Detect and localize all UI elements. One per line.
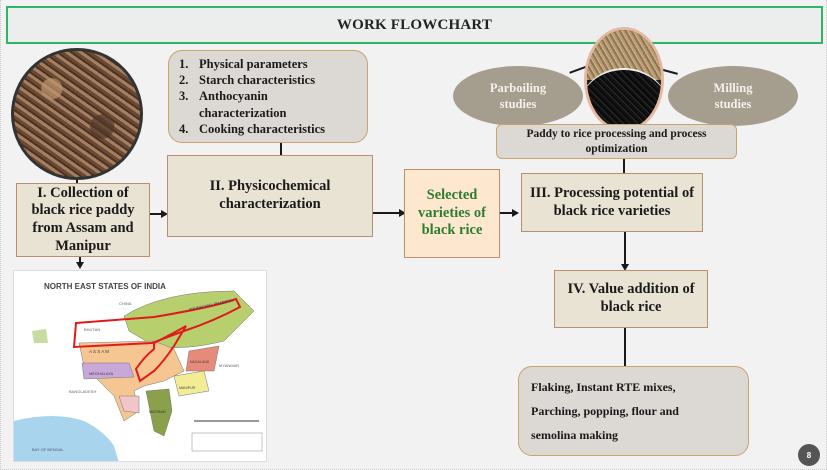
- arrow-head: [76, 262, 84, 269]
- list-number: 4.: [179, 121, 189, 136]
- arrow-physicochemical-to-selected-line: [373, 212, 401, 214]
- northeast-india-map: NORTH EAST STATES OF INDIA ARUNACHAL PRA…: [13, 270, 267, 462]
- page-number-badge: 8: [798, 444, 820, 466]
- highlight-outline-lower: [134, 325, 187, 383]
- connector-list-to-physicochemical: [280, 143, 282, 156]
- map-label-mizoram: MIZORAM: [149, 410, 166, 414]
- arrow-collection-to-map-line: [79, 257, 81, 263]
- meghalaya-region: [81, 362, 135, 380]
- list-item: 2. Starch characteristics: [179, 72, 357, 88]
- manipur-region: [173, 370, 210, 397]
- map-label-bay: BAY OF BENGAL: [32, 447, 64, 452]
- connector-photo-to-collection: [76, 180, 78, 184]
- step-collection-label: I. Collection of black rice paddy from A…: [31, 184, 135, 254]
- arrow-head: [161, 210, 168, 218]
- list-item: 3. Anthocyanin characterization: [179, 88, 357, 121]
- map-label-bangladesh: BANGLADESH: [69, 389, 96, 394]
- rice-grains-photo: [584, 27, 664, 132]
- step-value-addition-label: IV. Value addition of black rice: [567, 281, 695, 315]
- parameters-list-box: 1. Physical parameters 2. Starch character…: [168, 50, 368, 143]
- process-optimization-box: Paddy to rice processing and process opt…: [496, 124, 737, 159]
- title-bar: WORK FLOWCHART: [6, 6, 823, 44]
- arrow-head: [399, 209, 406, 217]
- page-number: 8: [806, 450, 812, 460]
- step-physicochemical: II. Physicochemical characterization: [167, 155, 373, 237]
- map-legend: [191, 432, 263, 452]
- milling-studies: Milling studies: [668, 66, 798, 126]
- connector-value-to-products: [624, 328, 626, 366]
- map-label-nagaland: NAGALAND: [190, 360, 210, 364]
- products-line: semolina making: [531, 428, 619, 442]
- arrow-head: [621, 264, 629, 271]
- step-physicochemical-label: II. Physicochemical characterization: [209, 178, 331, 212]
- arrow-processing-to-value-line: [624, 232, 626, 266]
- arrow-head: [512, 209, 519, 217]
- bay-of-bengal-area: [14, 416, 119, 461]
- step-processing-label: III. Processing potential of black rice …: [529, 184, 695, 219]
- map-label-china: CHINA: [119, 301, 132, 306]
- list-text: Cooking characteristics: [199, 121, 326, 136]
- selected-varieties-label: Selected varieties of black rice: [417, 186, 487, 239]
- map-label-bhutan: BHUTAN: [84, 327, 100, 332]
- map-graphic: NORTH EAST STATES OF INDIA ARUNACHAL PRA…: [14, 282, 263, 461]
- products-line: Parching, popping, flour and: [531, 404, 679, 418]
- nagaland-region: [185, 345, 220, 372]
- list-number: 3.: [179, 89, 189, 104]
- step-collection: I. Collection of black rice paddy from A…: [16, 183, 150, 257]
- page-title: WORK FLOWCHART: [336, 16, 493, 33]
- products-text: Flaking, Instant RTE mixes, Parching, po…: [531, 375, 679, 447]
- list-text: Starch characteristics: [199, 73, 316, 88]
- parboiling-studies-label: Parboiling studies: [489, 80, 547, 111]
- arrow-selected-to-processing-line: [500, 212, 514, 214]
- products-line: Flaking, Instant RTE mixes,: [531, 380, 676, 394]
- connector-optimization-to-processing: [623, 159, 625, 173]
- highlight-outline-upper: [72, 297, 242, 349]
- map-label-manipur: MANIPUR: [179, 386, 196, 390]
- map-title: NORTH EAST STATES OF INDIA: [44, 282, 166, 291]
- list-number: 2.: [179, 73, 189, 88]
- process-optimization-label: Paddy to rice processing and process opt…: [526, 128, 707, 155]
- step-processing: III. Processing potential of black rice …: [521, 173, 703, 232]
- list-text: Physical parameters: [199, 56, 308, 71]
- milling-studies-label: Milling studies: [713, 80, 753, 111]
- map-label-meghalaya: MEGHALAYA: [89, 371, 114, 376]
- map-label-assam: A S S A M: [89, 349, 109, 354]
- list-text: Anthocyanin characterization: [199, 89, 287, 120]
- selected-varieties: Selected varieties of black rice: [404, 169, 500, 258]
- step-value-addition: IV. Value addition of black rice: [554, 270, 708, 328]
- map-label-myanmar: MYANMAR: [219, 363, 239, 368]
- assam-region: [78, 340, 185, 422]
- products-box: Flaking, Instant RTE mixes, Parching, po…: [518, 366, 749, 456]
- mizoram-region: [145, 388, 173, 437]
- arrow-collection-to-physicochemical-line: [150, 213, 163, 215]
- paddy-photo: [11, 48, 143, 180]
- list-item: 1. Physical parameters: [179, 56, 357, 72]
- sikkim-region: [32, 329, 48, 343]
- black-rice-grains: [587, 67, 661, 129]
- tripura-region: [118, 395, 140, 414]
- list-item: 4. Cooking characteristics: [179, 121, 357, 137]
- list-number: 1.: [179, 56, 189, 71]
- parboiling-studies: Parboiling studies: [453, 66, 583, 126]
- parameters-list: 1. Physical parameters 2. Starch character…: [179, 56, 357, 137]
